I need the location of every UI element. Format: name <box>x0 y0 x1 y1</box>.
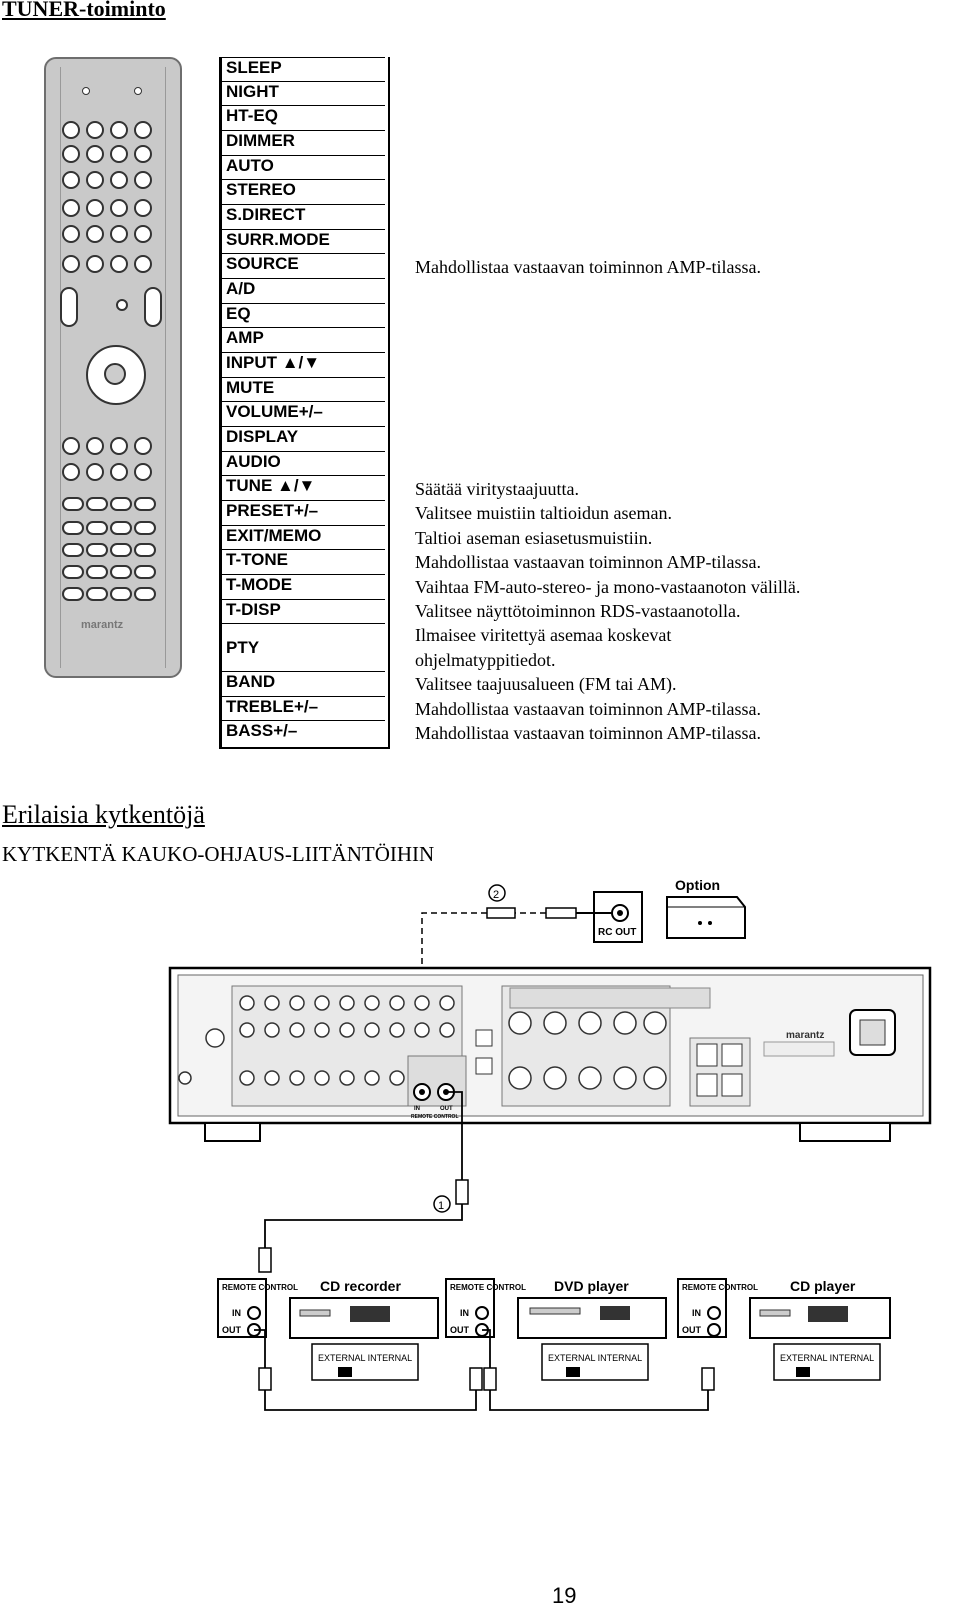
remote-brand-logo: marantz <box>81 619 123 631</box>
svg-text:EXTERNAL INTERNAL: EXTERNAL INTERNAL <box>548 1353 642 1363</box>
desc-tune: Säätää viritystaajuutta. <box>415 477 800 501</box>
device-cd-player: REMOTE CONTROL IN OUT CD player EXTERNAL… <box>678 1278 890 1390</box>
key-surr-mode: SURR.MODE <box>222 230 385 254</box>
key-table: SLEEP NIGHT HT-EQ DIMMER AUTO STEREO S.D… <box>219 57 390 749</box>
key-preset: PRESET+/– <box>222 501 385 526</box>
key-tune: TUNE ▲/▼ <box>222 476 385 501</box>
desc-t-mode: Vaihtaa FM-auto-stereo- ja mono-vastaano… <box>415 575 800 599</box>
key-auto: AUTO <box>222 156 385 180</box>
key-t-tone: T-TONE <box>222 550 385 575</box>
key-t-mode: T-MODE <box>222 575 385 600</box>
key-eq: EQ <box>222 304 385 328</box>
svg-text:OUT: OUT <box>440 1106 453 1112</box>
desc-list: Säätää viritystaajuutta. Valitsee muisti… <box>415 477 800 745</box>
svg-text:OUT: OUT <box>222 1325 242 1335</box>
svg-text:REMOTE CONTROL: REMOTE CONTROL <box>411 1114 459 1120</box>
svg-text:2: 2 <box>493 889 499 901</box>
receiver-rear-panel: IN OUT REMOTE CONTROL marantz <box>170 968 930 1141</box>
page-number: 19 <box>552 1583 576 1609</box>
receiver-brand: marantz <box>786 1030 824 1041</box>
device-cd-recorder: REMOTE CONTROL IN OUT CD recorder EXTERN… <box>218 1278 476 1410</box>
key-t-disp: T-DISP <box>222 600 385 624</box>
svg-text:DVD player: DVD player <box>554 1278 629 1294</box>
key-stereo: STEREO <box>222 180 385 205</box>
desc-t-tone: Mahdollistaa vastaavan toiminnon AMP-til… <box>415 550 800 574</box>
svg-text:OUT: OUT <box>682 1325 702 1335</box>
desc-amp-group: Mahdollistaa vastaavan toiminnon AMP-til… <box>415 255 761 279</box>
svg-text:EXTERNAL INTERNAL: EXTERNAL INTERNAL <box>318 1353 412 1363</box>
desc-pty-line2: ohjelmatyppitiedot. <box>415 648 800 672</box>
svg-text:IN: IN <box>460 1308 469 1318</box>
key-ht-eq: HT-EQ <box>222 106 385 131</box>
svg-text:CD player: CD player <box>790 1278 856 1294</box>
svg-text:REMOTE CONTROL: REMOTE CONTROL <box>682 1283 758 1292</box>
key-a-d: A/D <box>222 279 385 304</box>
key-audio: AUDIO <box>222 452 385 476</box>
key-treble: TREBLE+/– <box>222 697 385 721</box>
key-sleep: SLEEP <box>222 58 385 82</box>
rc-out-label: RC OUT <box>598 927 636 938</box>
desc-preset: Valitsee muistiin taltioidun aseman. <box>415 501 800 525</box>
key-display: DISPLAY <box>222 427 385 452</box>
key-mute: MUTE <box>222 378 385 402</box>
key-pty: PTY <box>222 624 385 672</box>
section-subtitle: KYTKENTÄ KAUKO-OHJAUS-LIITÄNTÖIHIN <box>2 842 434 867</box>
desc-exit-memo: Taltioi aseman esiasetusmuistiin. <box>415 526 800 550</box>
key-band: BAND <box>222 672 385 697</box>
desc-band: Valitsee taajuusalueen (FM tai AM). <box>415 672 800 696</box>
svg-text:1: 1 <box>438 1200 444 1212</box>
key-input: INPUT ▲/▼ <box>222 353 385 378</box>
section-title: Erilaisia kytkentöjä <box>2 800 205 830</box>
desc-pty-line1: Ilmaisee viritettyä asemaa koskevat <box>415 623 800 647</box>
key-bass: BASS+/– <box>222 721 385 745</box>
option-label: Option <box>675 877 720 893</box>
desc-bass: Mahdollistaa vastaavan toiminnon AMP-til… <box>415 721 800 745</box>
desc-t-disp: Valitsee näyttötoiminnon RDS-vastaanotol… <box>415 599 800 623</box>
svg-text:REMOTE CONTROL: REMOTE CONTROL <box>450 1283 526 1292</box>
svg-text:CD recorder: CD recorder <box>320 1278 401 1294</box>
key-dimmer: DIMMER <box>222 131 385 156</box>
key-night: NIGHT <box>222 82 385 106</box>
key-volume: VOLUME+/– <box>222 402 385 427</box>
key-source: SOURCE <box>222 254 385 279</box>
device-dvd-player: REMOTE CONTROL IN OUT DVD player EXTERNA… <box>446 1278 708 1410</box>
svg-text:EXTERNAL INTERNAL: EXTERNAL INTERNAL <box>780 1353 874 1363</box>
connection-diagram: Option RC OUT 2 IN OUT REMOTE CONTROL <box>0 870 960 1570</box>
cable-1 <box>265 1204 462 1248</box>
desc-treble: Mahdollistaa vastaavan toiminnon AMP-til… <box>415 697 800 721</box>
svg-text:IN: IN <box>414 1106 420 1112</box>
key-s-direct: S.DIRECT <box>222 205 385 230</box>
svg-text:IN: IN <box>692 1308 701 1318</box>
svg-text:OUT: OUT <box>450 1325 470 1335</box>
option-device <box>667 897 745 938</box>
remote-control-illustration: marantz <box>44 57 182 678</box>
svg-text:REMOTE CONTROL: REMOTE CONTROL <box>222 1283 298 1292</box>
key-amp: AMP <box>222 328 385 353</box>
page-title: TUNER-toiminto <box>2 0 166 22</box>
key-exit-memo: EXIT/MEMO <box>222 526 385 550</box>
svg-text:IN: IN <box>232 1308 241 1318</box>
